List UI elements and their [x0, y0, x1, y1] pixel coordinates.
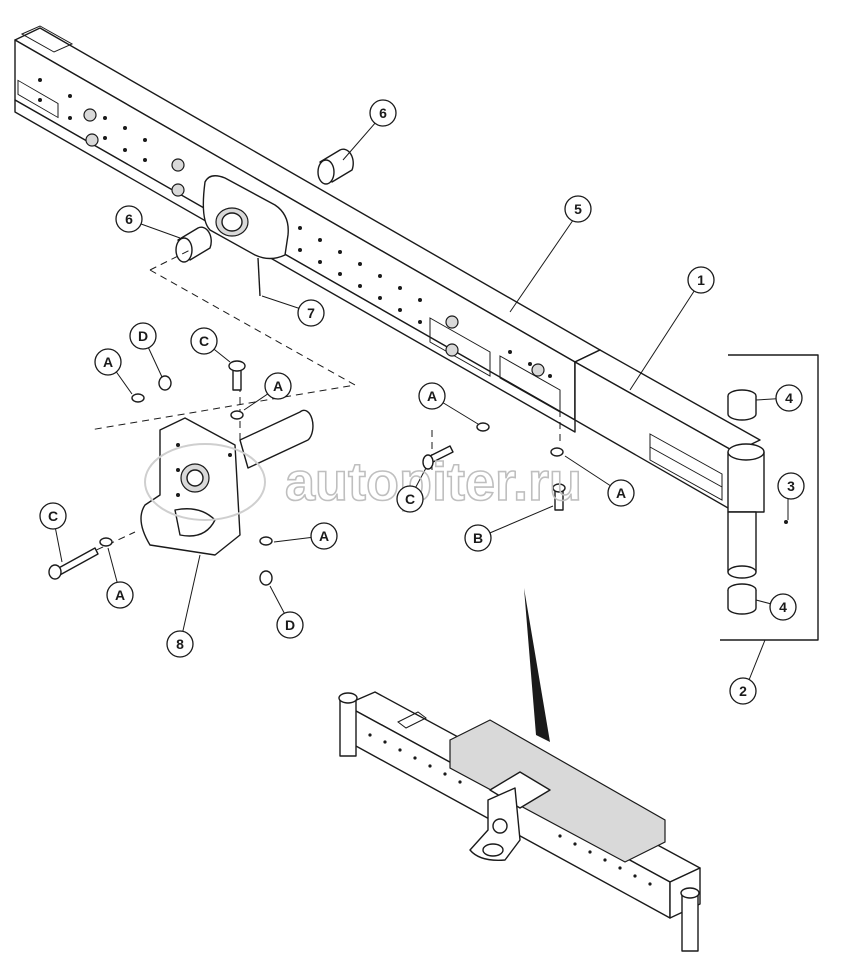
pin	[257, 257, 261, 297]
overview-assembly	[338, 691, 701, 952]
svg-text:D: D	[285, 617, 295, 633]
svg-text:2: 2	[739, 683, 747, 699]
tow-bracket	[140, 409, 314, 556]
svg-text:A: A	[616, 485, 626, 501]
svg-text:A: A	[273, 378, 283, 394]
pivot-tube-assembly	[720, 354, 819, 641]
callout-A-3: A	[418, 382, 446, 410]
svg-text:4: 4	[785, 390, 793, 406]
callout-A-6: A	[310, 522, 338, 550]
callout-3: 3	[777, 472, 805, 500]
callout-C-2: C	[396, 485, 424, 513]
svg-text:A: A	[103, 354, 113, 370]
svg-text:5: 5	[574, 201, 582, 217]
svg-text:4: 4	[779, 599, 787, 615]
callout-A-4: A	[607, 479, 635, 507]
callout-B: B	[464, 524, 492, 552]
beam-holes	[38, 78, 552, 378]
svg-text:6: 6	[379, 105, 387, 121]
overview-holes	[368, 733, 652, 886]
callout-4-top: 4	[775, 384, 803, 412]
svg-text:B: B	[473, 530, 483, 546]
svg-text:C: C	[405, 491, 415, 507]
callout-4-bottom: 4	[769, 593, 797, 621]
svg-text:C: C	[199, 333, 209, 349]
callout-8: 8	[166, 630, 194, 658]
svg-text:A: A	[319, 528, 329, 544]
callout-A-1: A	[94, 348, 122, 376]
callout-2: 2	[729, 677, 757, 705]
direction-arrow	[524, 588, 550, 742]
callout-5: 5	[564, 195, 592, 223]
callout-D-2: D	[276, 611, 304, 639]
callout-6-top: 6	[369, 99, 397, 127]
svg-text:A: A	[427, 388, 437, 404]
svg-text:1: 1	[697, 272, 705, 288]
callout-C-1: C	[190, 327, 218, 355]
callout-A-5: A	[106, 581, 134, 609]
svg-text:D: D	[138, 328, 148, 344]
callout-6-left: 6	[115, 205, 143, 233]
fasteners	[48, 360, 566, 586]
svg-text:7: 7	[307, 305, 315, 321]
callout-1: 1	[687, 266, 715, 294]
watermark-text: autopiter.ru	[285, 452, 582, 512]
svg-text:8: 8	[176, 636, 184, 652]
svg-text:C: C	[48, 508, 58, 524]
callout-C-3: C	[39, 502, 67, 530]
callout-A-2: A	[264, 372, 292, 400]
svg-text:3: 3	[787, 478, 795, 494]
svg-text:6: 6	[125, 211, 133, 227]
callout-7: 7	[297, 299, 325, 327]
callout-D-1: D	[129, 322, 157, 350]
leader-lines	[52, 113, 790, 691]
svg-text:A: A	[115, 587, 125, 603]
watermark: autopiter.ru	[144, 443, 583, 521]
inner-beam	[574, 349, 761, 513]
